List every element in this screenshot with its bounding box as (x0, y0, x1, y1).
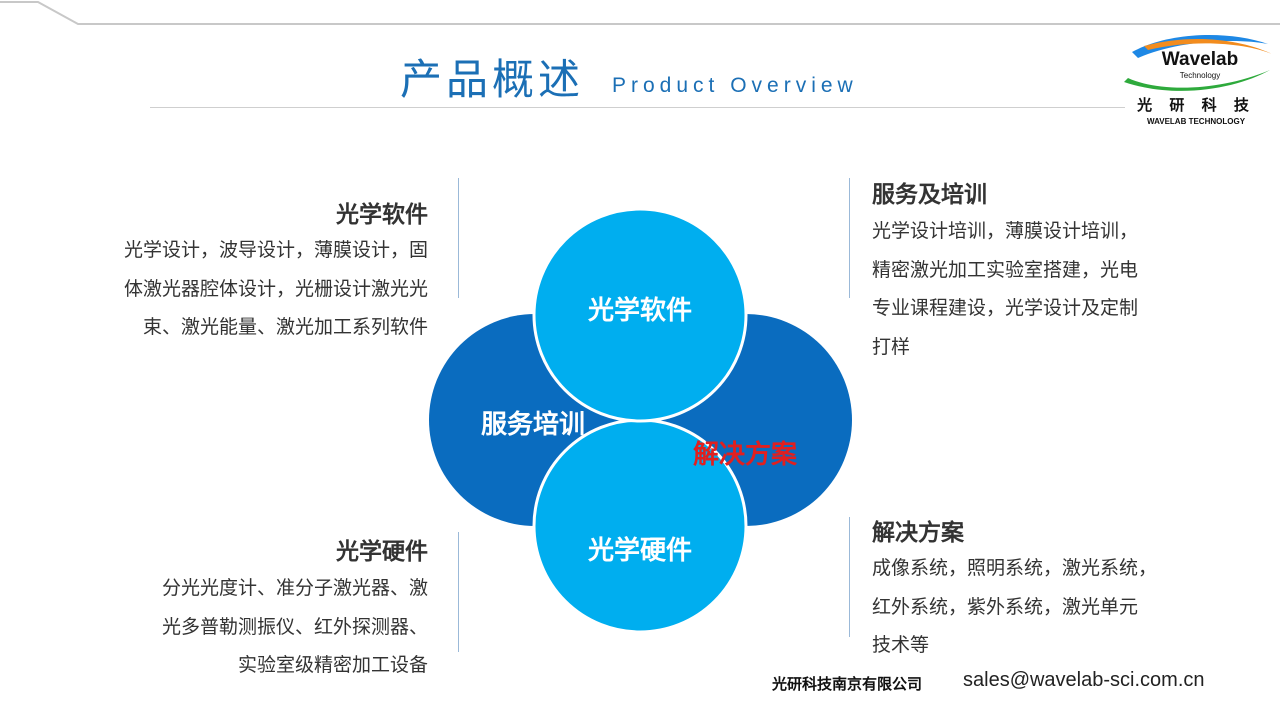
software-circle-label: 光学软件 (587, 296, 692, 326)
hardware-title: 光学硬件 (336, 539, 428, 565)
solution-body: 成像系统，照明系统，激光系统， 红外系统，紫外系统，激光单元 技术等 (872, 549, 1202, 665)
service-line: 专业课程建设，光学设计及定制 (872, 297, 1139, 319)
top-decor-line (0, 0, 1280, 25)
service-body: 光学设计培训，薄膜设计培训， 精密激光加工实验室搭建，光电 专业课程建设，光学设… (872, 212, 1202, 366)
logo-name-cn: 光 研 科 技 (1137, 96, 1255, 114)
hardware-line: 光多普勒测振仪、红外探测器、 (161, 615, 428, 638)
page-subtitle: Product Overview (612, 74, 858, 97)
software-divider (458, 178, 459, 298)
hardware-line: 分光光度计、准分子激光器、激 (161, 577, 428, 599)
footer-email[interactable]: sales@wavelab-sci.com.cn (963, 669, 1205, 691)
software-line: 体激光器腔体设计，光栅设计激光光 (123, 277, 428, 300)
software-title: 光学软件 (336, 202, 428, 228)
hardware-circle-label: 光学硬件 (587, 536, 692, 566)
software-line: 束、激光能量、激光加工系列软件 (142, 316, 428, 338)
service-line: 精密激光加工实验室搭建，光电 (872, 258, 1139, 281)
service-line: 光学设计培训，薄膜设计培训， (872, 220, 1139, 242)
logo-brand-text: Wavelab (1162, 49, 1238, 70)
hardware-body: 分光光度计、准分子激光器、激 光多普勒测振仪、红外探测器、 实验室级精密加工设备 (68, 569, 428, 685)
solution-circle-label: 解决方案 (692, 440, 797, 470)
hardware-line: 实验室级精密加工设备 (237, 654, 428, 676)
logo-name-en: WAVELAB TECHNOLOGY (1146, 117, 1246, 126)
four-petal-diagram (429, 207, 852, 634)
logo-tagline-text: Technology (1180, 71, 1220, 80)
footer-company: 光研科技南京有限公司 (772, 675, 923, 693)
software-body: 光学设计，波导设计，薄膜设计，固 体激光器腔体设计，光栅设计激光光 束、激光能量… (68, 231, 428, 347)
solution-line: 红外系统，紫外系统，激光单元 (872, 595, 1139, 618)
solution-title: 解决方案 (872, 520, 964, 546)
service-divider (849, 178, 850, 298)
software-circle (532, 207, 748, 423)
software-line: 光学设计，波导设计，薄膜设计，固 (123, 239, 428, 261)
title-divider (150, 107, 1125, 108)
wavelab-logo: Wavelab Technology (1124, 34, 1272, 91)
page-title: 产品概述 (400, 55, 585, 104)
service-title: 服务及培训 (872, 182, 987, 208)
solution-divider (849, 517, 850, 637)
hardware-divider (458, 532, 459, 652)
service-circle-label: 服务培训 (480, 410, 585, 440)
solution-line: 成像系统，照明系统，激光系统， (872, 557, 1158, 579)
solution-line: 技术等 (872, 634, 930, 656)
service-line: 打样 (872, 335, 911, 358)
